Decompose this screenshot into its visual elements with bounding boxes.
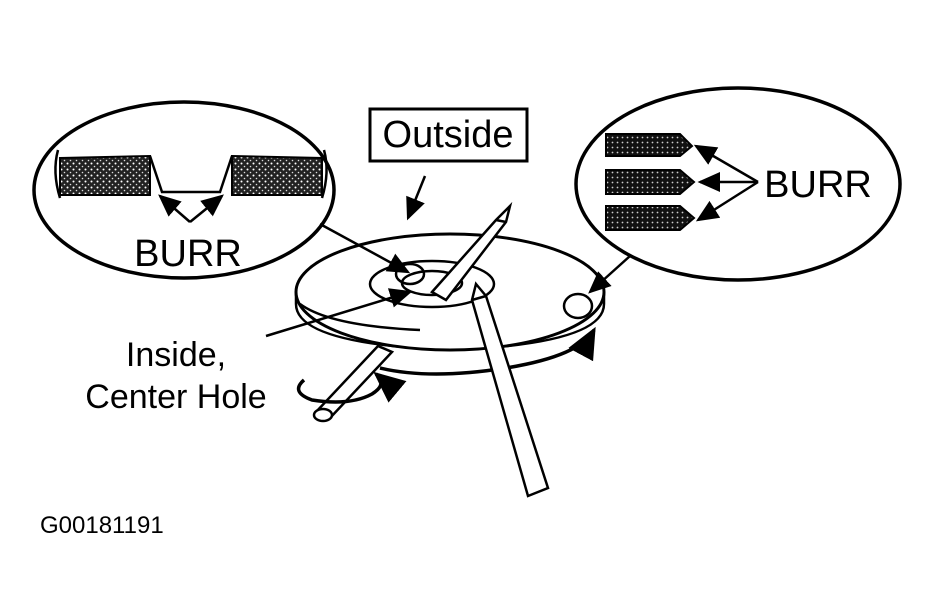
inside-label-line1: Inside, (126, 336, 226, 374)
pencil-lower-left (312, 344, 395, 423)
right-detail-magnifier: BURR (574, 86, 902, 282)
left-detail-magnifier: BURR (32, 100, 336, 280)
outside-label-box: Outside (368, 107, 529, 221)
right-burr-label: BURR (764, 164, 872, 206)
left-burr-arrows (158, 194, 224, 223)
rotation-arrow-left (296, 371, 407, 404)
right-burr-arrows (693, 144, 759, 222)
center-hole-cross-section (54, 149, 328, 199)
outer-edge-cross-section (605, 133, 696, 231)
pencil-lower-right (470, 281, 550, 498)
outside-label: Outside (383, 114, 514, 156)
inside-label-line2: Center Hole (85, 378, 266, 416)
pencil-upper (430, 201, 513, 302)
figure-code: G00181191 (40, 512, 164, 539)
left-burr-label: BURR (134, 233, 242, 275)
